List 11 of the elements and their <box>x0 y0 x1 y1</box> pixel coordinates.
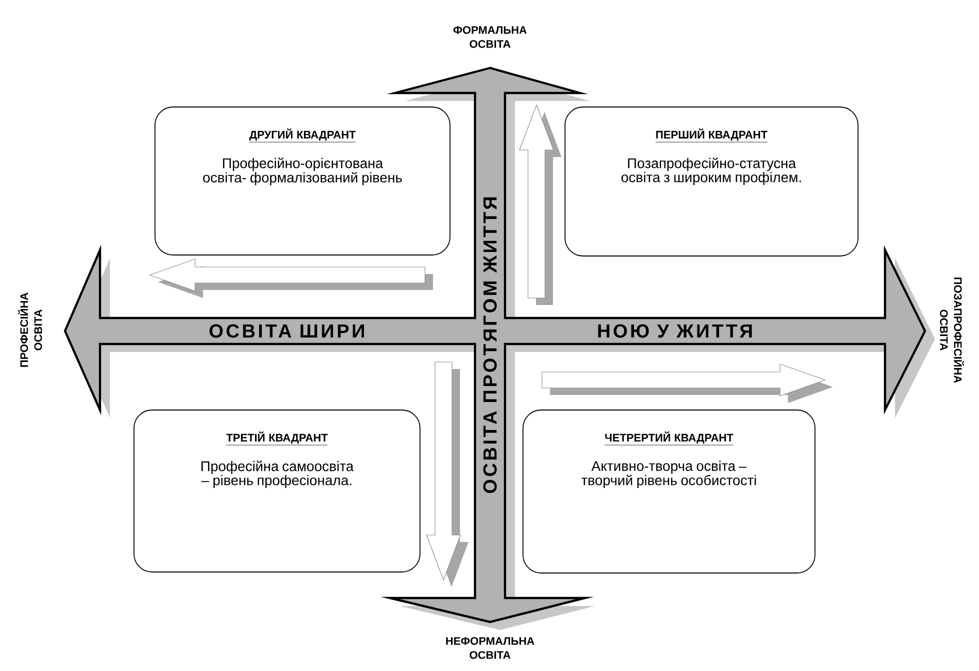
quadrant-box: ТРЕТІЙ КВАДРАНТ Професійна самоосвіта – рівень професіонала. <box>134 410 420 572</box>
axis-label: НЕФОРМАЛЬНА ОСВІТА <box>446 637 534 659</box>
axis-text: ОСВІТА ПРОТЯГОМ ЖИТТЯ <box>483 197 497 494</box>
quadrant-box: ПЕРШИЙ КВАДРАНТ Позапрофесійно-статусна освіта з широким профілем. <box>564 106 858 256</box>
axis-label: ПРОФЕСІЙНА ОСВІТА <box>18 292 42 367</box>
axis-label: ФОРМАЛЬНА ОСВІТА <box>453 26 527 48</box>
quadrant-box: ЧЕТРЕРТИЙ КВАДРАНТ Активно-творча освіта – творчий рівень особистості <box>522 410 816 574</box>
axis-label: ПОЗАПРОФЕСІЙНА ОСВІТА <box>940 278 964 383</box>
quadrant-box: ДРУГИЙ КВАДРАНТ Професійно-орієнтована освіта- формалізований рівень <box>154 106 450 256</box>
axis-text: ОСВІТА ШИРИ <box>210 324 364 338</box>
axis-text: НОЮ У ЖИТТЯ <box>598 324 752 338</box>
